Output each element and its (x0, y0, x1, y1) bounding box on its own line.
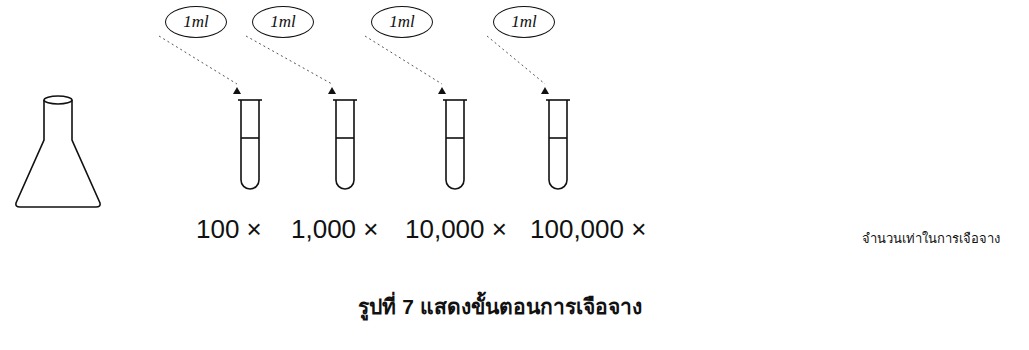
tube-rim (546, 99, 570, 101)
flask (16, 96, 100, 207)
liquid-level (549, 137, 567, 139)
caption: รูปที่ 7 แสดงขั้นตอนการเจือจาง (358, 290, 641, 323)
transfer-arrow (438, 87, 446, 94)
liquid-level (446, 137, 464, 139)
transfer-arrow (233, 87, 241, 94)
transfer-line (246, 36, 332, 84)
transfer-arrow (541, 87, 549, 94)
dilution-factor: 10,000 × (405, 214, 507, 245)
volume-text: 1ml (270, 12, 296, 32)
liquid-level (336, 137, 354, 139)
tube-rim (333, 99, 357, 101)
test-tube (241, 100, 259, 189)
test-tube (446, 100, 464, 189)
transfer-arrow (328, 87, 336, 94)
transfer-line (487, 36, 545, 84)
test-tube (549, 100, 567, 189)
dilution-factor: 1,000 × (291, 214, 378, 245)
dilution-factor: 100 × (196, 214, 262, 245)
test-tube (336, 100, 354, 189)
tube-rim (443, 99, 467, 101)
volume-text: 1ml (511, 12, 537, 32)
volume-oval: 1ml (371, 6, 433, 38)
axis-note: จำนวนเท่าในการเจือจาง (862, 228, 1000, 249)
transfer-line (365, 36, 442, 84)
volume-oval: 1ml (493, 6, 555, 38)
volume-text: 1ml (183, 12, 209, 32)
tube-rim (238, 99, 262, 101)
transfer-line (159, 36, 237, 84)
dilution-factor: 100,000 × (530, 214, 646, 245)
transfer-lines (159, 36, 545, 84)
volume-oval: 1ml (165, 6, 227, 38)
liquid-level (241, 137, 259, 139)
volume-text: 1ml (389, 12, 415, 32)
test-tubes (233, 87, 570, 189)
volume-oval: 1ml (252, 6, 314, 38)
